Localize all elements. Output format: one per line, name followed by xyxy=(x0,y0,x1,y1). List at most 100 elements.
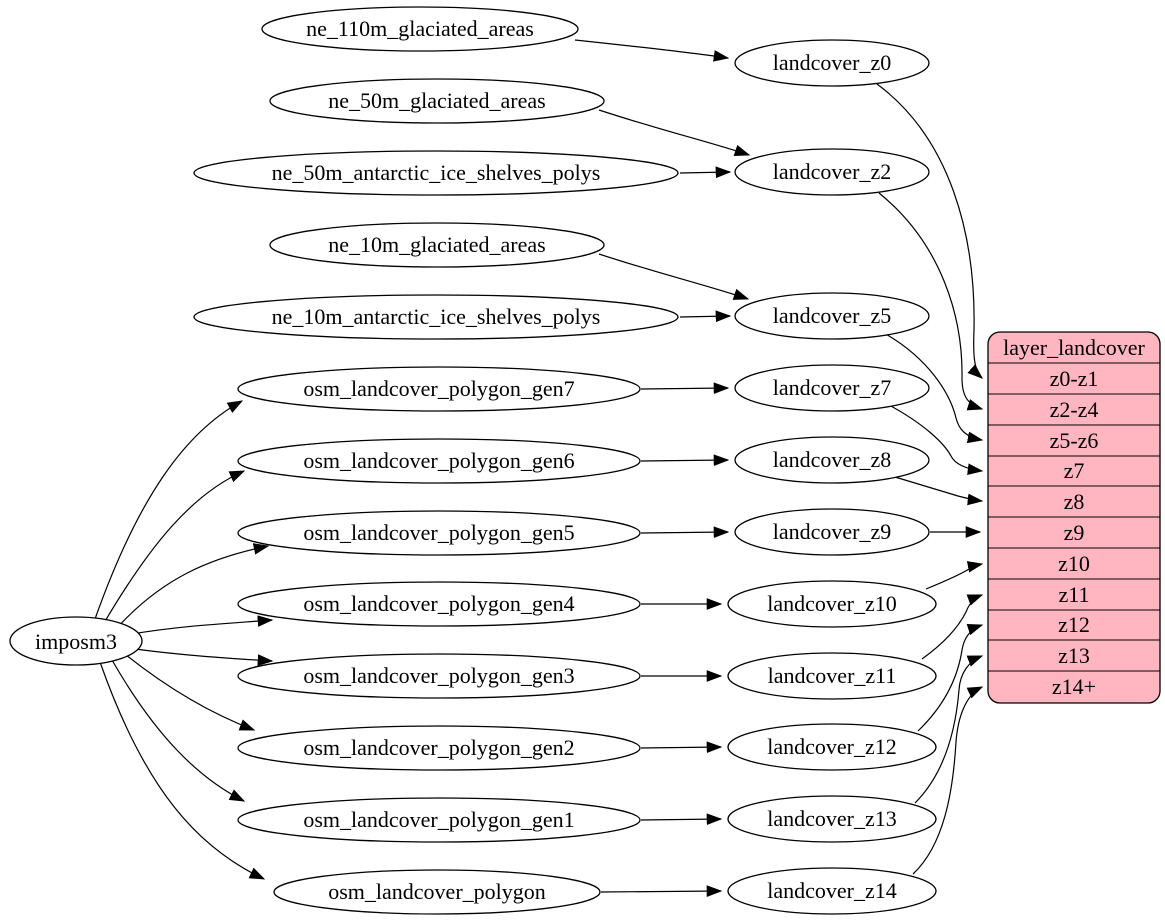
node-label: osm_landcover_polygon_gen2 xyxy=(303,735,574,760)
edge-landcover-z12-to-row-z12 xyxy=(917,623,984,732)
node-ne-10m-antarctic-ice-shelves-polys: ne_10m_antarctic_ice_shelves_polys xyxy=(193,294,679,340)
node-ellipse xyxy=(237,581,641,627)
edge-landcover-z7-to-row-z7 xyxy=(888,404,984,476)
layer-table-row-z7: z7 xyxy=(1064,458,1085,483)
node-ellipse xyxy=(734,39,930,87)
node-label: landcover_z13 xyxy=(767,806,897,831)
node-label: ne_50m_antarctic_ice_shelves_polys xyxy=(272,160,601,185)
node-ellipse xyxy=(727,580,937,628)
edge-landcover-z0-to-row-z0-z1 xyxy=(876,83,983,379)
edge-landcover-z13-to-row-z13 xyxy=(914,655,984,804)
node-label: landcover_z8 xyxy=(773,447,892,472)
node-ellipse xyxy=(734,292,930,340)
node-landcover-z14: landcover_z14 xyxy=(727,867,937,915)
edge-landcover-z8-to-row-z8 xyxy=(894,476,984,506)
edge-ne-110m-glaciated-areas-to-landcover-z0 xyxy=(574,39,730,62)
layer-table-row-z11: z11 xyxy=(1059,582,1090,607)
node-landcover-z12: landcover_z12 xyxy=(727,723,937,771)
node-label: osm_landcover_polygon_gen5 xyxy=(303,520,574,545)
layer-table-row-z9: z9 xyxy=(1064,520,1085,545)
node-osm-landcover-polygon-gen4: osm_landcover_polygon_gen4 xyxy=(237,581,641,627)
edge-osm-landcover-polygon-gen6-to-landcover-z8 xyxy=(640,454,730,467)
layer-table-row-z13: z13 xyxy=(1058,643,1090,668)
node-label: osm_landcover_polygon_gen1 xyxy=(303,807,574,832)
node-ellipse xyxy=(727,652,937,700)
edge-imposm3-to-osm-landcover-polygon-gen3 xyxy=(134,648,274,666)
node-ellipse xyxy=(261,6,579,52)
node-label: landcover_z10 xyxy=(767,591,897,616)
node-ellipse xyxy=(273,869,601,915)
node-label: landcover_z12 xyxy=(767,734,897,759)
node-label: osm_landcover_polygon_gen7 xyxy=(303,376,574,401)
node-label: landcover_z7 xyxy=(773,375,892,400)
node-landcover-z7: landcover_z7 xyxy=(734,364,930,412)
edge-osm-landcover-polygon-gen2-to-landcover-z12 xyxy=(640,741,723,754)
edge-imposm3-to-osm-landcover-polygon-gen5 xyxy=(115,543,270,630)
node-label: landcover_z11 xyxy=(768,663,897,688)
layer-table-row-z8: z8 xyxy=(1064,489,1085,514)
node-ellipse xyxy=(727,867,937,915)
layer-table-row-z2-z4: z2-z4 xyxy=(1050,397,1099,422)
edge-osm-landcover-polygon-to-landcover-z14 xyxy=(600,885,723,897)
node-ellipse xyxy=(269,78,605,124)
edge-osm-landcover-polygon-gen1-to-landcover-z13 xyxy=(640,813,723,826)
edge-ne-50m-antarctic-ice-shelves-polys-to-landcover-z2 xyxy=(679,166,732,179)
node-ellipse xyxy=(727,795,937,843)
edges-layer xyxy=(94,39,984,897)
node-landcover-z11: landcover_z11 xyxy=(727,652,937,700)
node-landcover-z2: landcover_z2 xyxy=(734,148,930,196)
edge-imposm3-to-osm-landcover-polygon-gen4 xyxy=(131,615,274,635)
node-ellipse xyxy=(193,150,679,196)
node-label: ne_110m_glaciated_areas xyxy=(306,16,534,41)
node-landcover-z9: landcover_z9 xyxy=(734,508,930,556)
node-ne-110m-glaciated-areas: ne_110m_glaciated_areas xyxy=(261,6,579,52)
edge-imposm3-to-osm-landcover-polygon-gen2 xyxy=(125,654,256,731)
layer-table-row-z12: z12 xyxy=(1058,612,1090,637)
node-landcover-z8: landcover_z8 xyxy=(734,436,930,484)
node-osm-landcover-polygon-gen6: osm_landcover_polygon_gen6 xyxy=(237,438,641,484)
node-ellipse xyxy=(727,723,937,771)
node-ellipse xyxy=(734,436,930,484)
node-label: landcover_z5 xyxy=(773,303,892,328)
node-ellipse xyxy=(269,222,605,268)
node-imposm3-ellipse xyxy=(9,616,143,666)
node-landcover-z5: landcover_z5 xyxy=(734,292,930,340)
edge-osm-landcover-polygon-gen7-to-landcover-z7 xyxy=(640,382,730,395)
node-ne-10m-glaciated-areas: ne_10m_glaciated_areas xyxy=(269,222,605,268)
edge-imposm3-to-osm-landcover-polygon-gen1 xyxy=(111,659,246,802)
edge-imposm3-to-osm-landcover-polygon-gen6 xyxy=(103,470,246,624)
node-ellipse xyxy=(237,510,641,556)
edge-imposm3-to-osm-landcover-polygon-gen7 xyxy=(94,400,244,620)
edge-landcover-z10-to-row-z10 xyxy=(925,561,984,590)
edge-ne-50m-glaciated-areas-to-landcover-z2 xyxy=(598,109,751,157)
node-ellipse xyxy=(237,438,641,484)
node-ellipse xyxy=(237,366,641,412)
layer-table-row-z0-z1: z0-z1 xyxy=(1050,366,1099,391)
edge-landcover-z2-to-row-z2-z4 xyxy=(878,192,984,411)
node-landcover-z10: landcover_z10 xyxy=(727,580,937,628)
edge-landcover-z11-to-row-z11 xyxy=(921,594,984,660)
node-label: osm_landcover_polygon_gen3 xyxy=(303,663,574,688)
node-landcover-z0: landcover_z0 xyxy=(734,39,930,87)
node-imposm3: imposm3 xyxy=(9,616,143,666)
node-ne-50m-antarctic-ice-shelves-polys: ne_50m_antarctic_ice_shelves_polys xyxy=(193,150,679,196)
node-ellipse xyxy=(734,508,930,556)
node-imposm3-label: imposm3 xyxy=(35,629,117,654)
node-landcover-z13: landcover_z13 xyxy=(727,795,937,843)
edge-ne-10m-glaciated-areas-to-landcover-z5 xyxy=(598,253,750,300)
layer-table-title: layer_landcover xyxy=(1003,335,1145,360)
layer-table-row-z5-z6: z5-z6 xyxy=(1050,428,1099,453)
node-ellipse xyxy=(237,797,641,843)
edge-osm-landcover-polygon-gen5-to-landcover-z9 xyxy=(640,526,730,539)
node-label: osm_landcover_polygon_gen6 xyxy=(303,448,574,473)
layer-table-row-z14plus: z14+ xyxy=(1052,674,1096,699)
edge-imposm3-to-osm-landcover-polygon xyxy=(99,661,266,880)
layer-table-row-z10: z10 xyxy=(1058,551,1090,576)
node-label: landcover_z9 xyxy=(773,519,892,544)
edge-landcover-z5-to-row-z5-z6 xyxy=(883,332,984,444)
node-ellipse xyxy=(237,725,641,771)
node-osm-landcover-polygon-gen7: osm_landcover_polygon_gen7 xyxy=(237,366,641,412)
node-label: landcover_z14 xyxy=(767,878,897,903)
